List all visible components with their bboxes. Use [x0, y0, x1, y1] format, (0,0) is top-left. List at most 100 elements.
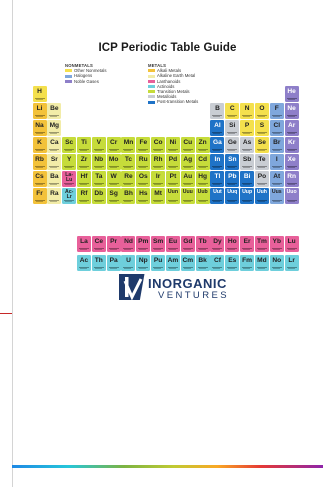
element-symbol: Cu: [183, 139, 193, 146]
element-symbol: Li: [36, 105, 43, 112]
element-symbol: Ba: [50, 173, 59, 180]
element-symbol: Ru: [138, 156, 148, 163]
element-detail-line: [93, 199, 104, 201]
element-detail-line: [197, 266, 208, 268]
element-detail-line: [182, 199, 193, 201]
element-detail-line: [257, 133, 265, 134]
legend-item-lanthanide: Lanthanoids: [148, 79, 198, 84]
element-symbol: Cs: [35, 173, 44, 180]
element-symbol: Co: [153, 139, 163, 146]
element-detail-line: [287, 201, 295, 202]
element-cell-ce: Ce: [91, 236, 106, 252]
element-detail-line: [227, 131, 238, 133]
element-detail-line: [94, 268, 102, 269]
element-symbol: Fm: [242, 257, 253, 264]
legend-label: Alkali Metals: [157, 68, 182, 74]
element-detail-line: [34, 97, 45, 99]
element-detail-line: [271, 114, 282, 116]
element-detail-line: [243, 184, 251, 185]
element-detail-line: [123, 165, 134, 167]
element-cell-ga: Ga: [210, 137, 225, 153]
element-symbol: He: [287, 88, 296, 95]
element-symbol: Y: [66, 156, 72, 163]
element-symbol: Ta: [95, 173, 103, 180]
element-detail-line: [139, 201, 147, 202]
element-detail-line: [94, 184, 102, 185]
element-cell-fm: Fm: [240, 255, 255, 271]
element-symbol: Ho: [227, 238, 237, 245]
element-detail-line: [198, 184, 206, 185]
element-detail-line: [182, 165, 193, 167]
element-detail-line: [138, 247, 149, 249]
element-detail-line: [109, 249, 117, 250]
element-symbol: Ir: [155, 173, 161, 180]
element-detail-line: [93, 148, 104, 150]
element-detail-line: [243, 167, 251, 168]
element-symbol: At: [273, 173, 281, 180]
element-detail-line: [243, 249, 251, 250]
element-detail-line: [256, 165, 267, 167]
element-symbol: As: [242, 139, 252, 146]
element-detail-line: [286, 199, 297, 201]
element-detail-line: [212, 182, 223, 184]
element-detail-line: [78, 266, 89, 268]
element-symbol: Os: [138, 173, 148, 180]
element-detail-line: [35, 116, 43, 117]
element-symbol: Mo: [108, 156, 119, 163]
element-detail-line: [78, 148, 89, 150]
element-cell-re: Re: [121, 171, 136, 187]
element-detail-line: [257, 116, 265, 117]
element-symbol: Th: [94, 257, 103, 264]
element-symbol: Pt: [169, 173, 177, 180]
element-cell-cf: Cf: [210, 255, 225, 271]
legend-label: Noble Gases: [74, 78, 99, 84]
element-detail-line: [49, 165, 60, 167]
element-symbol: Bk: [198, 257, 207, 264]
legend-swatch-alkali: [148, 69, 155, 73]
element-detail-line: [271, 199, 282, 201]
legend-swatch-nonmetal: [65, 69, 72, 73]
element-detail-line: [213, 249, 221, 250]
element-symbol: Pd: [168, 156, 178, 163]
element-cell-zr: Zr: [76, 154, 91, 170]
element-detail-line: [287, 249, 295, 250]
element-detail-line: [139, 150, 147, 151]
element-detail-line: [227, 266, 238, 268]
element-cell-nd: Nd: [121, 236, 136, 252]
element-detail-line: [123, 199, 134, 201]
element-symbol: Lr: [288, 257, 295, 264]
element-symbol: C: [229, 105, 235, 112]
element-cell-bh: Bh: [121, 188, 136, 204]
element-symbol: Kr: [287, 139, 296, 146]
element-cell-sc: Sc: [62, 137, 77, 153]
element-symbol: Zn: [198, 139, 207, 146]
element-detail-line: [34, 131, 45, 133]
element-symbol: Ac- Lr: [64, 188, 74, 200]
element-detail-line: [287, 150, 295, 151]
element-detail-line: [154, 167, 162, 168]
element-cell-pt: Pt: [165, 171, 180, 187]
element-symbol: Ac: [79, 257, 89, 264]
element-detail-line: [138, 199, 149, 201]
element-detail-line: [49, 182, 60, 184]
element-detail-line: [228, 201, 236, 202]
element-detail-line: [64, 165, 75, 167]
element-detail-line: [79, 167, 87, 168]
element-cell-rn: Rn: [284, 171, 299, 187]
element-detail-line: [153, 266, 164, 268]
element-detail-line: [198, 167, 206, 168]
element-detail-line: [108, 182, 119, 184]
legend-item-actinide: Actinoids: [148, 84, 198, 89]
element-cell-pr: Pr: [106, 236, 121, 252]
element-cell-at: At: [269, 171, 284, 187]
element-symbol: Br: [273, 139, 281, 146]
element-cell-uun: Uun: [165, 188, 180, 204]
element-detail-line: [212, 199, 223, 201]
element-symbol: F: [274, 105, 279, 112]
element-symbol: Pm: [138, 238, 149, 245]
element-detail-line: [168, 249, 176, 250]
legend-item-metalloid: Metalloids: [148, 94, 198, 99]
element-cell-ba: Ba: [47, 171, 62, 187]
element-cell-no: No: [269, 255, 284, 271]
